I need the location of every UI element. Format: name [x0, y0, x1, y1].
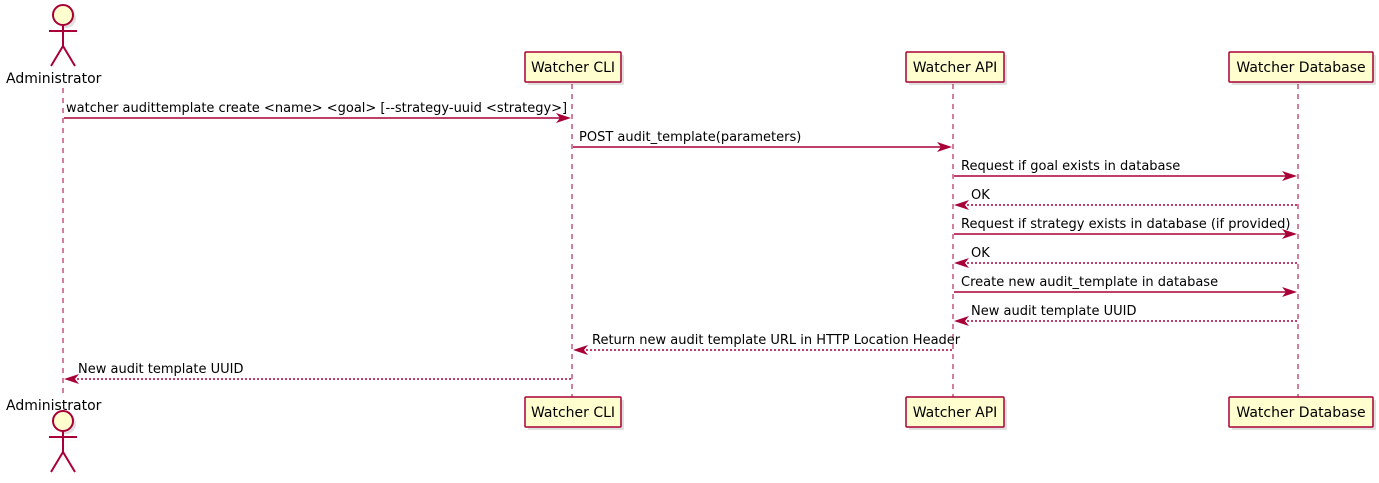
actor-label-administrator-bottom: Administrator	[6, 398, 102, 414]
participant-box-watcher-cli-bottom[interactable]	[524, 396, 622, 428]
participant-label-watcher-database-bottom: Watcher Database	[1236, 405, 1365, 421]
message-4: OK	[954, 188, 1297, 210]
message-7: Create new audit_template in database	[954, 275, 1297, 297]
message-1-arrowhead	[556, 113, 571, 123]
participant-box-watcher-api-bottom[interactable]	[905, 396, 1005, 428]
participant-label-watcher-cli-top: Watcher CLI	[531, 60, 615, 76]
message-1: watcher audittemplate create <name> <goa…	[64, 101, 571, 123]
participant-label-watcher-api-bottom: Watcher API	[913, 405, 998, 421]
message-7-label: Create new audit_template in database	[961, 275, 1218, 290]
participant-label-watcher-cli-bottom: Watcher CLI	[531, 405, 615, 421]
message-2: POST audit_template(parameters)	[573, 130, 952, 152]
message-8: New audit template UUID	[954, 304, 1297, 326]
message-7-arrowhead	[1282, 287, 1297, 297]
lifelines	[62, 84, 1299, 398]
message-10-arrowhead	[64, 374, 79, 384]
actor-stick-figure-icon	[49, 4, 80, 68]
participant-box-watcher-database-top[interactable]	[1228, 51, 1374, 83]
message-9-label: Return new audit template URL in HTTP Lo…	[592, 333, 961, 348]
message-2-arrowhead	[937, 142, 952, 152]
message-3-label: Request if goal exists in database	[961, 159, 1180, 174]
participant-label-watcher-api-top: Watcher API	[913, 60, 998, 76]
message-5: Request if strategy exists in database (…	[954, 217, 1297, 239]
message-4-label: OK	[971, 188, 990, 203]
actor-administrator-top[interactable]: Administrator	[6, 4, 102, 87]
participant-watcher-api-top[interactable]: Watcher API	[905, 51, 1007, 85]
message-6: OK	[954, 246, 1297, 268]
participant-watcher-cli-bottom[interactable]: Watcher CLI	[524, 396, 624, 430]
participant-watcher-database-top[interactable]: Watcher Database	[1228, 51, 1376, 85]
participant-label-watcher-database-top: Watcher Database	[1236, 60, 1365, 76]
message-5-arrowhead	[1282, 229, 1297, 239]
actor-stick-figure-icon-bottom	[49, 410, 80, 474]
message-4-arrowhead	[954, 200, 969, 210]
message-3-arrowhead	[1282, 171, 1297, 181]
message-2-label: POST audit_template(parameters)	[579, 130, 801, 145]
message-3: Request if goal exists in database	[954, 159, 1297, 181]
participant-watcher-cli-top[interactable]: Watcher CLI	[524, 51, 624, 85]
message-1-label: watcher audittemplate create <name> <goa…	[66, 101, 567, 116]
participant-box-watcher-api-top[interactable]	[905, 51, 1005, 83]
message-9: Return new audit template URL in HTTP Lo…	[573, 333, 961, 355]
message-10: New audit template UUID	[64, 362, 571, 384]
message-5-label: Request if strategy exists in database (…	[961, 217, 1290, 232]
message-6-label: OK	[971, 246, 990, 261]
actor-administrator-bottom[interactable]: Administrator	[6, 398, 102, 474]
actor-label-administrator-top: Administrator	[6, 71, 102, 87]
message-8-label: New audit template UUID	[971, 304, 1136, 319]
message-9-arrowhead	[573, 345, 588, 355]
message-6-arrowhead	[954, 258, 969, 268]
participant-watcher-database-bottom[interactable]: Watcher Database	[1228, 396, 1376, 430]
participant-watcher-api-bottom[interactable]: Watcher API	[905, 396, 1007, 430]
message-10-label: New audit template UUID	[78, 362, 243, 377]
message-8-arrowhead	[954, 316, 969, 326]
participant-box-watcher-cli-top[interactable]	[524, 51, 622, 83]
participant-box-watcher-database-bottom[interactable]	[1228, 396, 1374, 428]
